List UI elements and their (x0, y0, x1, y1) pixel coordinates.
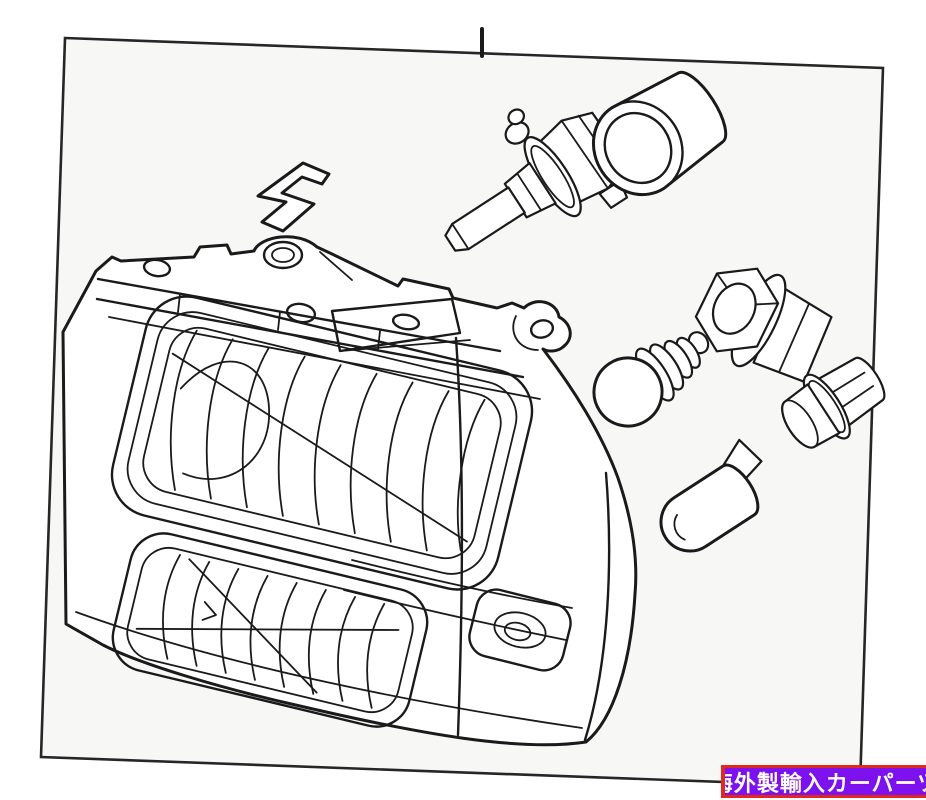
wedge-bulb-drawing (659, 438, 763, 553)
shop-banner: 海外製輸入カーパーツ (721, 765, 926, 798)
park-turn-bulb-drawing (592, 331, 710, 428)
hex-bulb-socket-drawing (694, 267, 833, 383)
shop-banner-text: 海外製輸入カーパーツ (721, 770, 926, 796)
retaining-clip-drawing (256, 161, 331, 233)
side-marker-socket-drawing (781, 356, 886, 449)
headlamp-housing-drawing (61, 235, 638, 747)
dust-cap-drawing (591, 70, 728, 197)
